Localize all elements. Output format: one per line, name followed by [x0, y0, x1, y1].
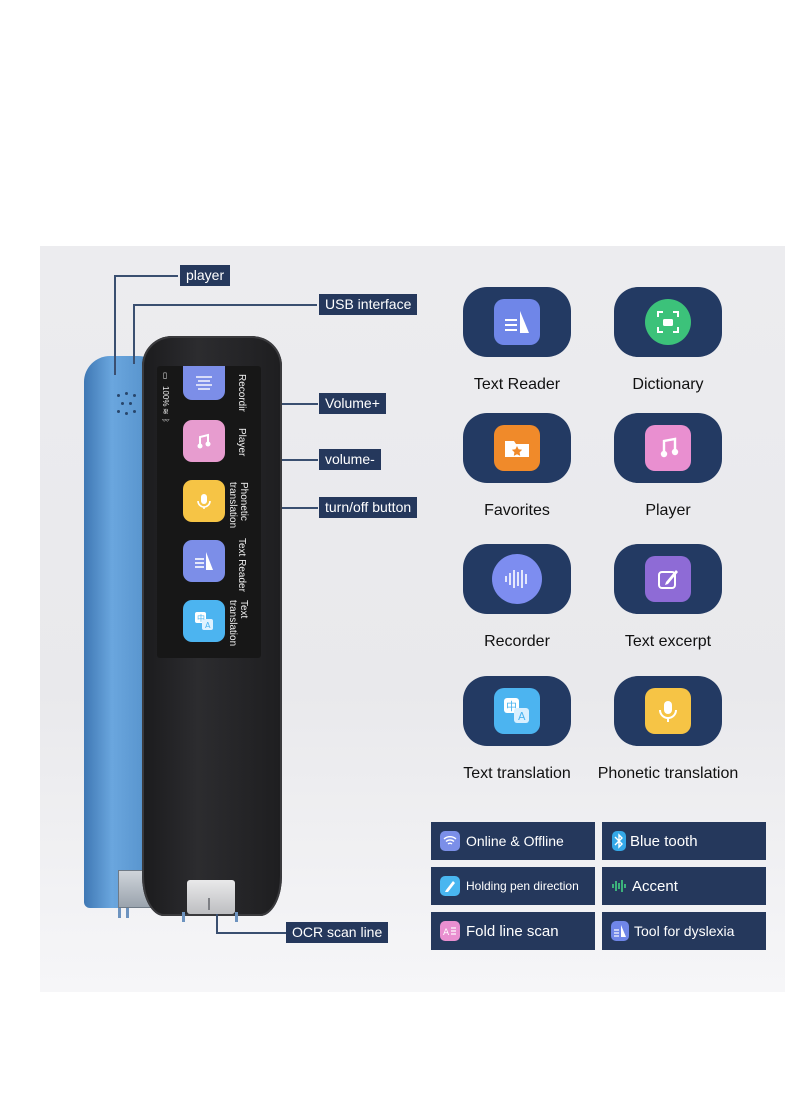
ocr-scan-mark [208, 898, 210, 910]
callout-ocr-scan-line: OCR scan line [286, 922, 389, 943]
app-label-text-translation: Text translation [463, 765, 571, 782]
callout-volume-down: volume- [319, 449, 381, 470]
speaker-grille-icon [115, 390, 139, 420]
screen-text-reader-icon[interactable] [183, 540, 225, 582]
feature-label: Online & Offline [466, 833, 564, 849]
callout-line [133, 304, 135, 364]
callout-line [282, 403, 318, 405]
app-text-excerpt[interactable] [614, 544, 722, 614]
waveform-icon [492, 554, 542, 604]
pen-front-pin [235, 912, 238, 922]
callout-player: player [180, 265, 231, 286]
scan-text-icon: A [440, 921, 460, 941]
ocr-scan-window [187, 880, 235, 914]
feature-tool-for-dyslexia: Tool for dyslexia [602, 912, 766, 950]
sound-wave-icon [610, 876, 628, 896]
feature-accent: Accent [602, 867, 766, 905]
feature-label: Accent [632, 877, 678, 895]
wifi-icon [440, 831, 460, 851]
app-label-dictionary: Dictionary [632, 376, 704, 393]
book-reader-icon [611, 921, 629, 941]
callout-volume-up: Volume+ [319, 393, 386, 414]
callout-line [282, 459, 318, 461]
app-player[interactable] [614, 413, 722, 483]
feature-label: Fold line scan [466, 922, 559, 940]
app-label-phonetic-translation: Phonetic translation [597, 765, 739, 782]
app-label-text-excerpt: Text excerpt [624, 633, 712, 650]
callout-power-button: turn/off button [319, 497, 418, 518]
status-bar: ▭ 100% ≋ ᛒ [150, 372, 180, 423]
app-label-recorder: Recorder [484, 633, 550, 650]
app-label-player: Player [645, 502, 691, 519]
edit-icon [645, 556, 691, 602]
screen-player-icon[interactable] [183, 420, 225, 462]
screen-item-player-label: Player [236, 428, 247, 457]
callout-line [114, 275, 178, 277]
dictionary-icon [645, 299, 691, 345]
screen-item-phonetic-label: Phonetic translation [227, 482, 249, 529]
screen-phonetic-icon[interactable] [183, 480, 225, 522]
feature-fold-line-scan: A Fold line scan [431, 912, 595, 950]
callout-line [216, 932, 286, 934]
bluetooth-icon: ᛒ [161, 418, 170, 423]
screen-item-text-reader-label: Text Reader [236, 538, 247, 592]
pen-back-pin [126, 908, 129, 918]
svg-text:A: A [205, 621, 211, 630]
feature-holding-pen-direction: Holding pen direction [431, 867, 595, 905]
feature-label: Blue tooth [630, 832, 698, 850]
text-reader-icon [494, 299, 540, 345]
app-phonetic-translation[interactable] [614, 676, 722, 746]
screen-item-recorder-label: Recordir [236, 374, 247, 412]
callout-line [133, 304, 317, 306]
feature-bluetooth: Blue tooth [602, 822, 766, 860]
app-favorites[interactable] [463, 413, 571, 483]
pen-front-pin [182, 912, 185, 922]
app-label-favorites: Favorites [484, 502, 550, 519]
screen-item-translation-label: Text translation [227, 600, 249, 647]
battery-percent: 100% [161, 386, 170, 407]
feature-label: Tool for dyslexia [634, 923, 735, 939]
wifi-icon: ≋ [161, 408, 170, 415]
svg-text:中: 中 [506, 700, 517, 713]
feature-label: Holding pen direction [466, 879, 579, 893]
app-text-reader[interactable] [463, 287, 571, 357]
battery-icon: ▭ [161, 372, 170, 380]
music-note-icon [645, 425, 691, 471]
svg-text:A: A [518, 710, 526, 723]
callout-line [216, 914, 218, 932]
feature-online-offline: Online & Offline [431, 822, 595, 860]
microphone-icon [645, 688, 691, 734]
app-dictionary[interactable] [614, 287, 722, 357]
svg-text:中: 中 [197, 613, 205, 623]
app-label-text-reader: Text Reader [473, 376, 561, 393]
pen-icon [440, 876, 460, 896]
callout-line [114, 275, 116, 375]
pen-back-pin [118, 908, 121, 918]
folder-star-icon [494, 425, 540, 471]
bluetooth-icon [612, 831, 626, 851]
callout-line [282, 507, 318, 509]
screen-recorder-icon[interactable] [183, 366, 225, 400]
callout-usb-interface: USB interface [319, 294, 418, 315]
svg-text:A: A [443, 928, 450, 937]
app-recorder[interactable] [463, 544, 571, 614]
